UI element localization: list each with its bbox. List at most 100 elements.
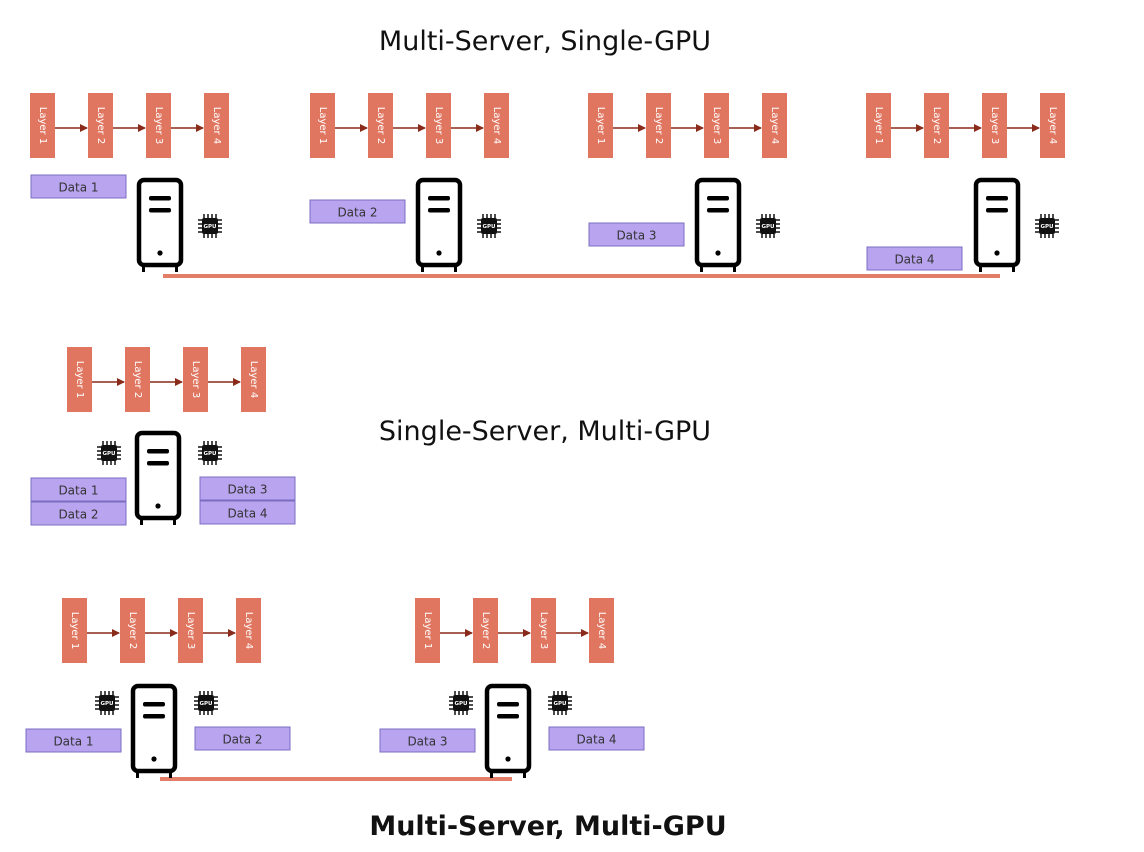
data-batch: Data 2	[309, 199, 406, 224]
gpu-icon: GPU	[193, 690, 219, 716]
layer-label: Layer 3	[185, 612, 196, 649]
gpu-label: GPU	[553, 701, 566, 707]
data-batch: Data 3	[588, 222, 685, 247]
layer-label: Layer 2	[95, 107, 106, 144]
layer-box	[368, 93, 393, 158]
layer-label: Layer 3	[433, 107, 444, 144]
data-label: Data 2	[337, 206, 377, 220]
layer-label: Layer 3	[153, 107, 164, 144]
layer-label: Layer 4	[491, 107, 502, 144]
layer-box	[762, 93, 787, 158]
data-box	[30, 477, 127, 502]
layer-label: Layer 1	[422, 612, 433, 649]
gpu-label: GPU	[1040, 224, 1053, 230]
gpu-icon: GPU	[94, 690, 120, 716]
layer-stack: Layer 1 Layer 2 Layer 3 Layer 4	[415, 598, 614, 663]
layer-box	[1040, 93, 1065, 158]
gpu-icon: GPU	[476, 213, 502, 239]
layer-box	[531, 598, 556, 663]
layer-label: Layer 2	[480, 612, 491, 649]
layer-box	[704, 93, 729, 158]
gpu-label: GPU	[454, 701, 467, 707]
gpu-icon: GPU	[448, 690, 474, 716]
data-label: Data 1	[58, 181, 98, 195]
server-icon	[137, 433, 179, 525]
data-batch: Data 1	[30, 174, 127, 199]
layer-label: Layer 2	[127, 612, 138, 649]
data-batch: Data 3	[199, 476, 296, 501]
layer-box	[473, 598, 498, 663]
server-icon	[139, 180, 181, 272]
layer-label: Layer 1	[595, 107, 606, 144]
layer-stack: Layer 1 Layer 2 Layer 3 Layer 4	[62, 598, 261, 663]
data-label: Data 2	[222, 733, 262, 747]
data-box	[25, 728, 122, 753]
server-icon	[487, 686, 529, 778]
layer-label: Layer 2	[132, 361, 143, 398]
layer-box	[982, 93, 1007, 158]
server-icon	[418, 180, 460, 272]
layer-box	[236, 598, 261, 663]
data-box	[548, 726, 645, 751]
gpu-label: GPU	[102, 451, 115, 457]
layer-label: Layer 4	[248, 361, 259, 398]
data-box	[199, 476, 296, 501]
gpu-icon: GPU	[1034, 213, 1060, 239]
gpus: GPU GPU GPU GPU GPU GPU GPU GPU GPU GPU	[94, 213, 1060, 716]
gpu-icon: GPU	[96, 440, 122, 466]
layer-label: Layer 4	[596, 612, 607, 649]
gpu-label: GPU	[203, 224, 216, 230]
layer-box	[62, 598, 87, 663]
title-multi-server-multi-gpu: Multi-Server, Multi-GPU	[369, 811, 726, 842]
data-batch: Data 2	[30, 501, 127, 526]
layer-label: Layer 3	[989, 107, 1000, 144]
data-label: Data 4	[894, 253, 934, 267]
data-label: Data 2	[58, 508, 98, 522]
gpu-label: GPU	[203, 451, 216, 457]
layer-label: Layer 4	[769, 107, 780, 144]
server-icon	[697, 180, 739, 272]
data-batch: Data 4	[866, 246, 963, 271]
layer-box	[426, 93, 451, 158]
layer-label: Layer 1	[873, 107, 884, 144]
gpu-label: GPU	[482, 224, 495, 230]
layer-box	[924, 93, 949, 158]
layer-box	[484, 93, 509, 158]
data-batches: Data 1 Data 2 Data 3 Data 4 Data 1 Data 2 Data…	[25, 174, 963, 753]
layer-label: Layer 3	[711, 107, 722, 144]
data-batch: Data 3	[379, 728, 476, 753]
title-single-server-multi-gpu: Single-Server, Multi-GPU	[379, 416, 711, 447]
gpu-icon: GPU	[197, 213, 223, 239]
layer-label: Layer 1	[69, 612, 80, 649]
data-box	[199, 500, 296, 525]
data-box	[379, 728, 476, 753]
layer-box	[183, 347, 208, 412]
data-label: Data 3	[227, 483, 267, 497]
layer-box	[88, 93, 113, 158]
data-box	[866, 246, 963, 271]
server-icon	[133, 686, 175, 778]
gpu-icon: GPU	[755, 213, 781, 239]
data-batch: Data 4	[548, 726, 645, 751]
data-box	[309, 199, 406, 224]
layer-box	[588, 93, 613, 158]
layer-label: Layer 1	[74, 361, 85, 398]
layer-label: Layer 4	[211, 107, 222, 144]
layer-box	[589, 598, 614, 663]
data-label: Data 3	[616, 229, 656, 243]
layer-label: Layer 3	[538, 612, 549, 649]
layer-label: Layer 3	[190, 361, 201, 398]
gpu-label: GPU	[100, 701, 113, 707]
layer-groups: Layer 1 Layer 2 Layer 3 Layer 4 Layer 1 Layer…	[30, 93, 1065, 663]
data-box	[194, 726, 291, 751]
data-batch: Data 1	[30, 477, 127, 502]
layer-box	[646, 93, 671, 158]
data-label: Data 1	[53, 735, 93, 749]
layer-label: Layer 4	[243, 612, 254, 649]
layer-box	[866, 93, 891, 158]
gpu-label: GPU	[761, 224, 774, 230]
